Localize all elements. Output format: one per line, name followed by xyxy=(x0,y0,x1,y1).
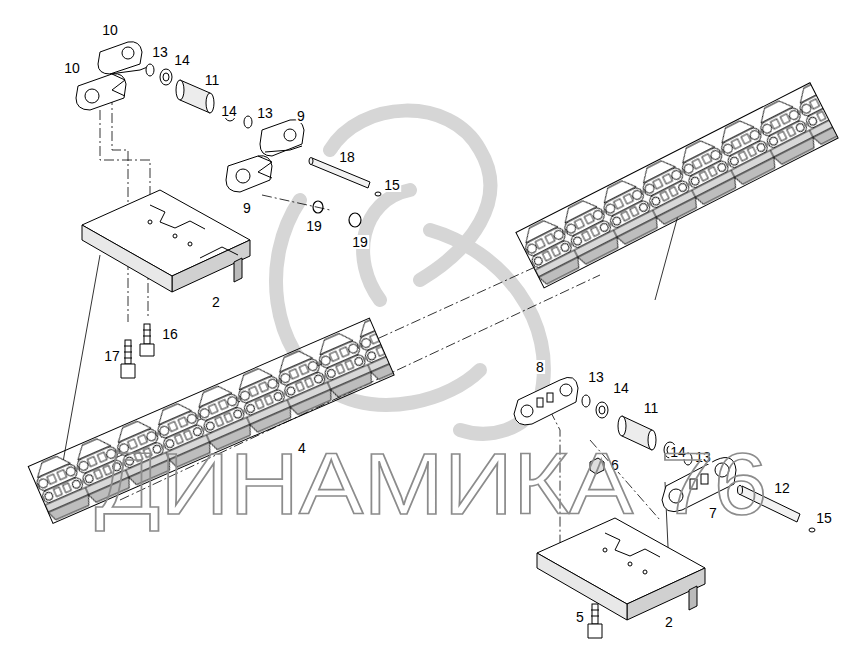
callout-number: 9 xyxy=(242,201,252,215)
callout-number: 12 xyxy=(773,481,791,495)
callout-number: 16 xyxy=(161,327,179,341)
callout-number: 9 xyxy=(296,109,306,123)
callout-number: 13 xyxy=(151,45,169,59)
callout-number: 15 xyxy=(815,511,833,525)
callout-number: 17 xyxy=(103,349,121,363)
callout-number: 19 xyxy=(305,219,323,233)
watermark: ДИНАМИКА 76 xyxy=(95,440,767,528)
callout-number: 8 xyxy=(535,360,545,374)
callout-number: 11 xyxy=(204,73,221,87)
callout-number: 18 xyxy=(338,150,356,164)
callout-number: 14 xyxy=(173,53,191,67)
callout-number: 5 xyxy=(575,610,585,624)
callout-number: 19 xyxy=(351,235,369,249)
callout-number: 13 xyxy=(256,106,274,120)
callout-number: 11 xyxy=(643,401,660,415)
callout-number: 2 xyxy=(211,295,221,309)
callout-number: 10 xyxy=(101,23,119,37)
callout-number: 13 xyxy=(587,370,605,384)
callout-number: 10 xyxy=(63,61,81,75)
callout-number: 14 xyxy=(220,104,238,118)
callout-number: 2 xyxy=(664,615,674,629)
callout-number: 14 xyxy=(612,381,630,395)
callout-number: 15 xyxy=(383,178,401,192)
